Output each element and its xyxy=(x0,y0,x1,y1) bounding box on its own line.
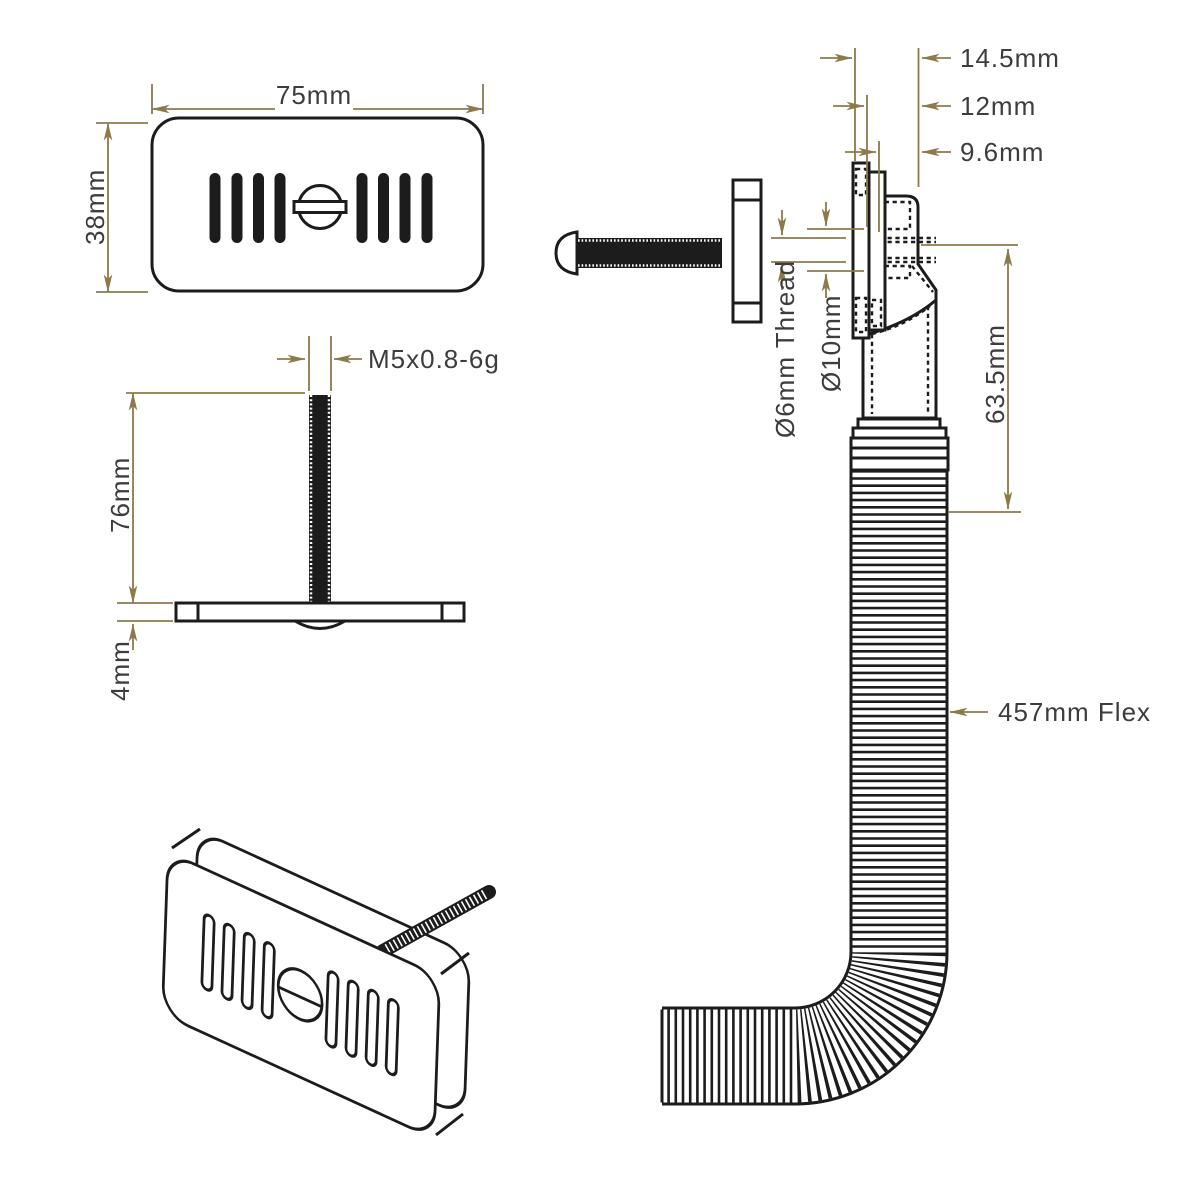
stud-length-dimension: 76mm xyxy=(105,392,305,604)
faceplate-front-view: 75mm 38mm xyxy=(80,80,485,293)
vent-slot xyxy=(356,173,368,243)
plate-depth-label: 12mm xyxy=(960,91,1036,121)
body-shoulder xyxy=(868,298,937,336)
vent-slots xyxy=(209,173,433,243)
faceplate-3d-front xyxy=(161,859,441,1131)
overall-depth-dimension: 14.5mm xyxy=(820,43,1060,73)
hose-connector-rings xyxy=(849,417,950,472)
vent-slot xyxy=(253,173,264,243)
vent-slot xyxy=(421,173,433,243)
faceplate-side-view: M5x0.8-6g 76mm 4mm xyxy=(105,336,500,701)
screw-dome xyxy=(294,619,346,630)
screw-head-profile xyxy=(554,230,579,276)
thread-diameter-dimension: Ø6mm Thread xyxy=(770,210,846,438)
plate-thickness-dimension: 4mm xyxy=(105,620,173,701)
edge-line xyxy=(171,827,201,850)
screw-shaft xyxy=(576,238,722,268)
overflow-assembly-view: 14.5mm 12mm 9.6mm Ø6mm Thread xyxy=(554,43,1151,1106)
thread-diameter-label: Ø6mm Thread xyxy=(770,260,800,438)
thread-spec-dimension: M5x0.8-6g xyxy=(277,336,500,391)
hidden-port xyxy=(875,200,912,231)
screw-slot xyxy=(292,200,348,214)
boss-diameter-dimension: Ø10mm xyxy=(807,202,864,392)
thread-spec-label: M5x0.8-6g xyxy=(368,344,500,374)
packing-washer xyxy=(731,178,763,324)
faceplate-profile xyxy=(174,601,466,623)
screw-head-3d xyxy=(276,967,324,1023)
stud-bolt-3d xyxy=(376,885,496,958)
vent-slot xyxy=(378,173,389,243)
vent-slot xyxy=(274,173,286,243)
height-label: 38mm xyxy=(80,169,110,245)
plate-depth-dimension: 12mm xyxy=(833,91,1036,121)
backing-plate xyxy=(867,170,887,332)
body-depth-label: 9.6mm xyxy=(960,137,1044,167)
edge-line xyxy=(440,951,470,976)
flexible-hose xyxy=(660,470,949,1106)
edge-line xyxy=(435,1112,464,1137)
vent-slot xyxy=(399,173,411,243)
flex-length-label: 457mm Flex xyxy=(998,697,1151,727)
vent-slots-3d xyxy=(200,913,400,1077)
tail-length-dimension: 63.5mm xyxy=(921,244,1021,513)
plate-thickness-label: 4mm xyxy=(105,640,135,701)
vent-slot xyxy=(209,173,221,243)
overall-depth-label: 14.5mm xyxy=(960,43,1060,73)
depth-dimensions: 14.5mm 12mm 9.6mm xyxy=(820,43,1060,232)
width-dimension: 75mm xyxy=(151,80,484,114)
tail-length-label: 63.5mm xyxy=(980,324,1010,424)
vent-slot xyxy=(231,173,243,243)
body-depth-dimension: 9.6mm xyxy=(845,137,1044,167)
overflow-body xyxy=(851,161,938,420)
screw-slot-3d xyxy=(278,985,323,1009)
fixing-screw xyxy=(554,230,722,276)
threaded-stud xyxy=(309,395,331,603)
hidden-port-lower xyxy=(875,264,912,280)
stud-length-label: 76mm xyxy=(105,457,135,533)
flex-length-dimension: 457mm Flex xyxy=(949,697,1151,727)
height-dimension: 38mm xyxy=(80,122,148,293)
faceplate-isometric-view xyxy=(161,827,496,1137)
boss-diameter-label: Ø10mm xyxy=(816,295,846,392)
hose-ribs xyxy=(662,470,946,1103)
width-label: 75mm xyxy=(276,80,352,110)
